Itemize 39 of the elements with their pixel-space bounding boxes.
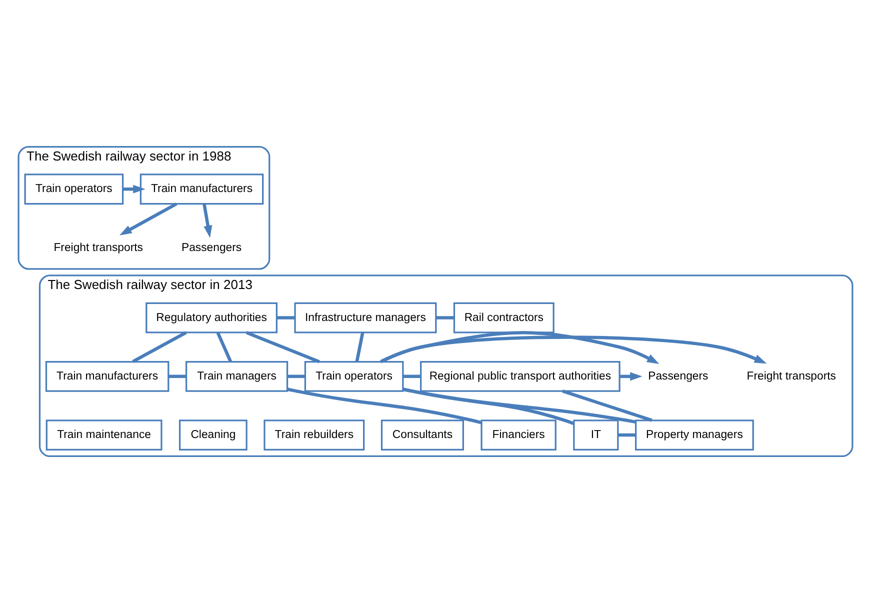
arrow [380, 331, 660, 364]
node-text: Freight transports [746, 370, 836, 382]
connector [402, 388, 636, 424]
connector [276, 316, 295, 320]
node-box: Financiers [480, 420, 556, 451]
connector [402, 388, 574, 426]
node-box: IT [573, 420, 619, 451]
connector [246, 331, 320, 364]
node-box: Train manufacturers [45, 360, 170, 392]
connector [287, 374, 306, 378]
connector [216, 332, 232, 362]
node-box: Train maintenance [46, 420, 162, 451]
connector [618, 433, 636, 437]
node-box: Property managers [635, 420, 754, 451]
arrow [620, 372, 642, 381]
node-box: Regional public transport authorities [420, 360, 620, 392]
arrow [122, 184, 146, 194]
node-box: Train rebuilders [264, 420, 365, 451]
connector [168, 374, 186, 378]
node-box: Train operators [304, 360, 404, 392]
connector [287, 388, 482, 424]
node-box: Consultants [380, 420, 464, 451]
node-box: Train manufacturers [140, 174, 264, 205]
connector [562, 390, 652, 422]
node-box: Regulatory authorities [146, 302, 278, 334]
connector [355, 332, 364, 362]
node-text: Freight transports [54, 242, 143, 254]
node-text: Passengers [648, 370, 708, 382]
connector [436, 316, 454, 320]
node-box: Train operators [24, 174, 124, 205]
node-box: Train managers [186, 360, 288, 392]
arrow [202, 204, 212, 238]
arrow [119, 202, 178, 236]
connector [403, 374, 421, 378]
node-text: Passengers [181, 242, 242, 254]
node-box: Infrastructure managers [294, 302, 437, 334]
node-box: Rail contractors [453, 302, 554, 334]
node-box: Cleaning [178, 420, 248, 451]
connector [132, 331, 187, 364]
